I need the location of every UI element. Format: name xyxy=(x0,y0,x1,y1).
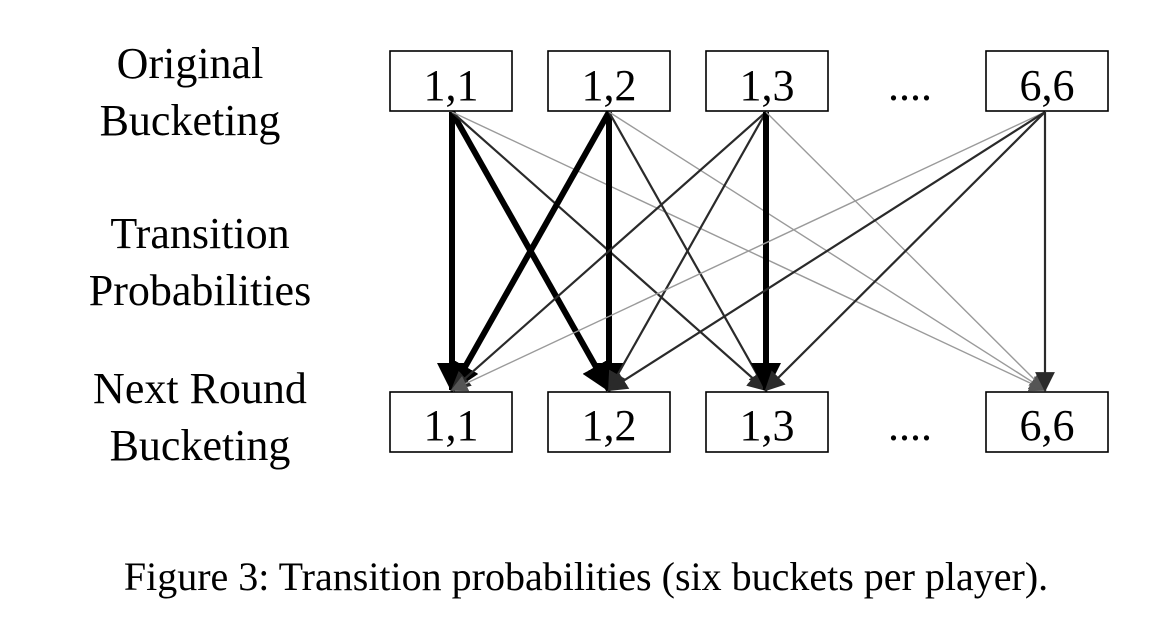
next-bucket-label-4: 6,6 xyxy=(1020,401,1075,450)
edge-2-to-1 xyxy=(449,110,612,393)
original-bucket-box-3 xyxy=(705,50,829,112)
original-bucket-label-3: 1,3 xyxy=(740,61,795,110)
next-round-buckets: 1,1 1,2 1,3 .... 6,6 xyxy=(389,391,1109,453)
figure-caption: Figure 3: Transition probabilities (six … xyxy=(124,554,1048,599)
next-bucket-label-2: 1,2 xyxy=(582,401,637,450)
next-bucket-box-4 xyxy=(985,391,1109,453)
next-round-bucketing-label-line2: Bucketing xyxy=(110,421,291,470)
original-bucket-box-1 xyxy=(389,50,513,112)
original-ellipsis: .... xyxy=(888,61,932,110)
original-bucket-box-2 xyxy=(547,50,671,112)
transition-edges xyxy=(437,110,1055,393)
original-bucket-label-2: 1,2 xyxy=(582,61,637,110)
next-bucket-box-3 xyxy=(705,391,829,453)
edge-4-to-2 xyxy=(607,111,1046,392)
original-bucket-label-4: 6,6 xyxy=(1020,61,1075,110)
original-bucket-box-4 xyxy=(985,50,1109,112)
original-bucket-label-1: 1,1 xyxy=(424,61,479,110)
edge-3-to-2 xyxy=(608,111,767,392)
transition-probabilities-label-line2: Probabilities xyxy=(89,266,311,315)
original-bucketing-label-line1: Original xyxy=(117,39,264,88)
next-bucket-label-1: 1,1 xyxy=(424,401,479,450)
edge-4-to-3 xyxy=(764,111,1046,392)
next-ellipsis: .... xyxy=(888,401,932,450)
original-buckets: 1,1 1,2 1,3 .... 6,6 xyxy=(389,50,1109,112)
transition-probabilities-label-line1: Transition xyxy=(110,209,289,258)
next-bucket-box-2 xyxy=(547,391,671,453)
next-round-bucketing-label-line1: Next Round xyxy=(93,364,307,413)
next-bucket-label-3: 1,3 xyxy=(740,401,795,450)
next-bucket-box-1 xyxy=(389,391,513,453)
edge-4-to-1 xyxy=(450,111,1046,392)
original-bucketing-label-line2: Bucketing xyxy=(100,96,281,145)
edge-3-to-1 xyxy=(450,111,767,392)
